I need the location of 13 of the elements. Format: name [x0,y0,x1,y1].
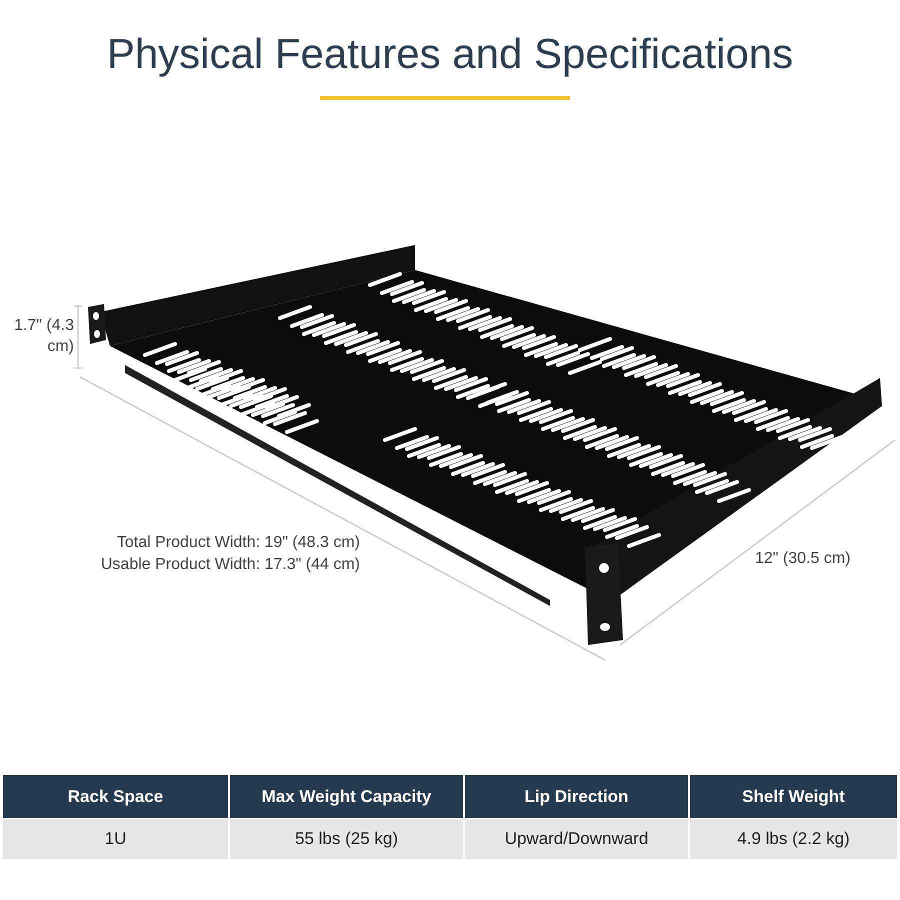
table-header-cell: Lip Direction [465,775,688,818]
table-header-cell: Rack Space [3,775,228,818]
table-cell: Upward/Downward [465,819,688,859]
table-cell: 4.9 lbs (2.2 kg) [690,819,897,859]
table-header-cell: Max Weight Capacity [230,775,463,818]
dimension-label: Usable Product Width: 17.3" (44 cm) [100,555,360,575]
dimension-label: 1.7" (4.3 cm) [13,316,74,357]
dimension-label: Total Product Width: 19" (48.3 cm) [116,533,360,553]
table-cell: 55 lbs (25 kg) [230,819,463,859]
table-cell: 1U [3,819,228,859]
title: Physical Features and Specifications [106,30,794,78]
dimension-label: 12" (30.5 cm) [755,549,852,569]
table-header-cell: Shelf Weight [690,775,897,818]
